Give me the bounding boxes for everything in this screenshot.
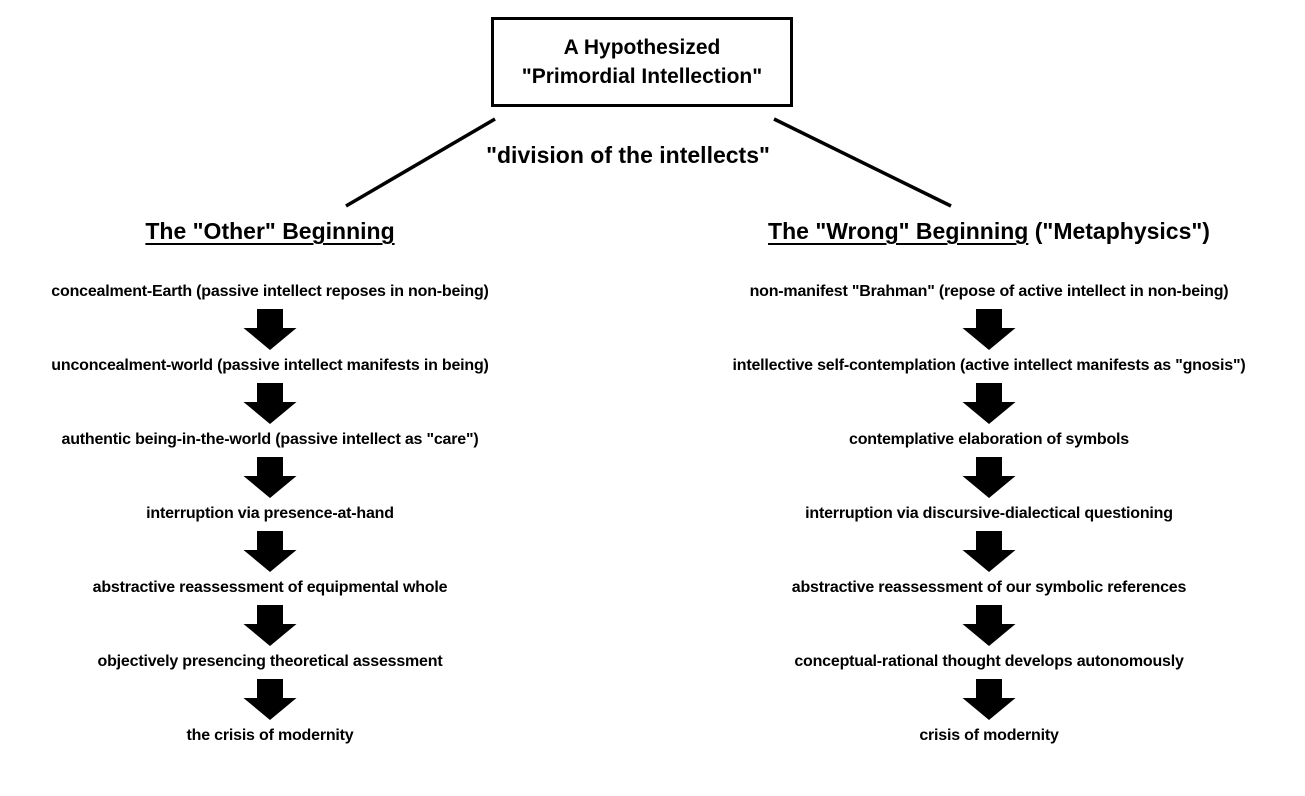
right-branch-line — [773, 117, 952, 208]
column-heading-wrong: The "Wrong" Beginning ("Metaphysics") — [768, 216, 1210, 246]
root-node-title-line1: A Hypothesized — [563, 36, 721, 59]
step-label: objectively presencing theoretical asses… — [97, 653, 443, 670]
step-label: interruption via discursive-dialectical … — [805, 505, 1173, 522]
step-label: the crisis of modernity — [186, 727, 354, 744]
step-label: contemplative elaboration of symbols — [849, 431, 1129, 448]
down-arrow-icon — [243, 530, 297, 572]
down-arrow-icon — [962, 456, 1016, 498]
column-heading-wrong-underlined: The "Wrong" Beginning — [768, 218, 1029, 244]
down-arrow-icon — [962, 678, 1016, 720]
down-arrow-icon — [962, 382, 1016, 424]
column-heading-wrong-plain: ("Metaphysics") — [1028, 218, 1210, 244]
branch-label: "division of the intellects" — [486, 142, 770, 168]
left-branch-line — [345, 117, 496, 208]
step-label: abstractive reassessment of our symbolic… — [791, 579, 1187, 596]
down-arrow-icon — [243, 604, 297, 646]
step-label: non-manifest "Brahman" (repose of active… — [749, 283, 1229, 300]
column-heading-other: The "Other" Beginning — [145, 216, 394, 246]
down-arrow-icon — [962, 308, 1016, 350]
step-label: unconcealment-world (passive intellect m… — [51, 357, 489, 374]
step-label: crisis of modernity — [919, 727, 1059, 744]
column-heading-other-underlined: The "Other" Beginning — [145, 218, 395, 244]
down-arrow-icon — [962, 530, 1016, 572]
down-arrow-icon — [243, 456, 297, 498]
down-arrow-icon — [243, 308, 297, 350]
step-label: concealment-Earth (passive intellect rep… — [51, 283, 489, 300]
root-node-box: A Hypothesized "Primordial Intellection" — [491, 17, 793, 107]
step-label: conceptual-rational thought develops aut… — [794, 653, 1184, 670]
down-arrow-icon — [243, 678, 297, 720]
down-arrow-icon — [243, 382, 297, 424]
down-arrow-icon — [962, 604, 1016, 646]
step-label: intellective self-contemplation (active … — [732, 357, 1246, 374]
step-label: interruption via presence-at-hand — [146, 505, 394, 522]
step-label: abstractive reassessment of equipmental … — [92, 579, 448, 596]
column-wrong-beginning: The "Wrong" Beginning ("Metaphysics") no… — [683, 216, 1295, 748]
column-other-beginning: The "Other" Beginning concealment-Earth … — [0, 216, 540, 748]
root-node-title-line2: "Primordial Intellection" — [521, 65, 763, 88]
step-label: authentic being-in-the-world (passive in… — [61, 431, 479, 448]
